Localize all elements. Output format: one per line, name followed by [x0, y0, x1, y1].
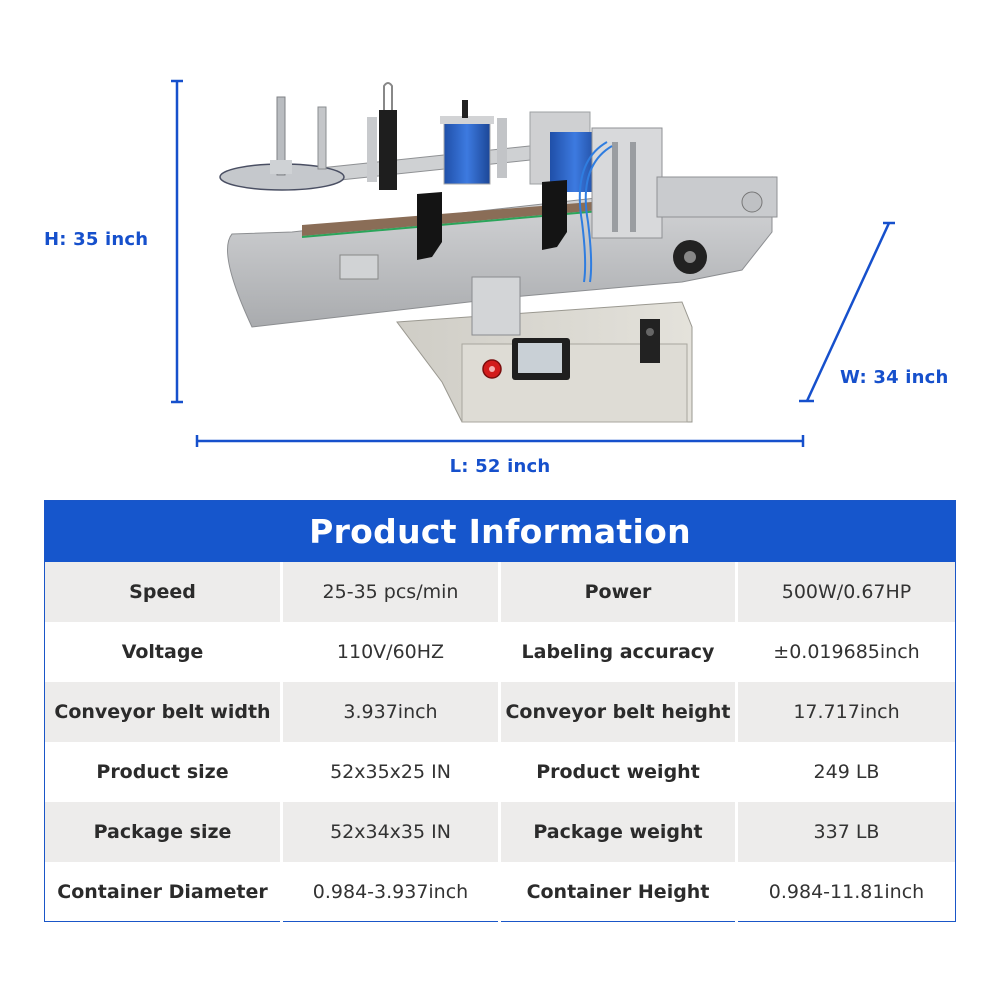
spec-label: Package size [45, 802, 283, 862]
spec-value: 0.984-11.81inch [768, 881, 925, 903]
spec-value: 3.937inch [283, 682, 501, 742]
spec-label: Conveyor belt width [45, 682, 283, 742]
table-row: Conveyor belt width 3.937inch Conveyor b… [45, 682, 955, 742]
spec-label: Container Height [501, 862, 738, 922]
spec-value: 500W/0.67HP [738, 562, 955, 622]
labeling-machine-image [219, 82, 778, 423]
spec-value: 249 LB [813, 761, 880, 783]
table-row: Container Diameter 0.984-3.937inch Conta… [45, 862, 955, 922]
table-row: Voltage 110V/60HZ Labeling accuracy ±0.0… [45, 622, 955, 682]
spec-label: Container Diameter [45, 862, 283, 922]
spec-label: Package weight [501, 802, 738, 862]
product-information-table: Product Information Speed 25-35 pcs/min … [44, 500, 956, 922]
spec-label: Labeling accuracy [501, 622, 738, 682]
table-row: Package size 52x34x35 IN Package weight … [45, 802, 955, 862]
length-dimension-label: L: 52 inch [449, 456, 551, 477]
spec-value: 17.717inch [738, 682, 955, 742]
spec-value: 25-35 pcs/min [283, 562, 501, 622]
spec-value: 52x35x25 IN [283, 742, 501, 802]
spec-value: 52x34x35 IN [283, 802, 501, 862]
spec-value: 337 LB [738, 802, 955, 862]
spec-label: Power [501, 562, 738, 622]
spec-label: Product size [45, 742, 283, 802]
spec-label: Voltage [45, 622, 283, 682]
spec-label: Conveyor belt height [501, 682, 738, 742]
table-row: Product size 52x35x25 IN Product weight … [45, 742, 955, 802]
spec-label: Product weight [501, 742, 738, 802]
spec-label: Speed [45, 562, 283, 622]
table-title: Product Information [45, 501, 955, 562]
width-dimension-label: W: 34 inch [840, 367, 949, 388]
spec-value: ±0.019685inch [773, 641, 920, 663]
spec-value: 0.984-3.937inch [283, 862, 501, 922]
table-row: Speed 25-35 pcs/min Power 500W/0.67HP [45, 562, 955, 622]
height-dimension-label: H: 35 inch [44, 229, 149, 250]
spec-value: 110V/60HZ [283, 622, 501, 682]
